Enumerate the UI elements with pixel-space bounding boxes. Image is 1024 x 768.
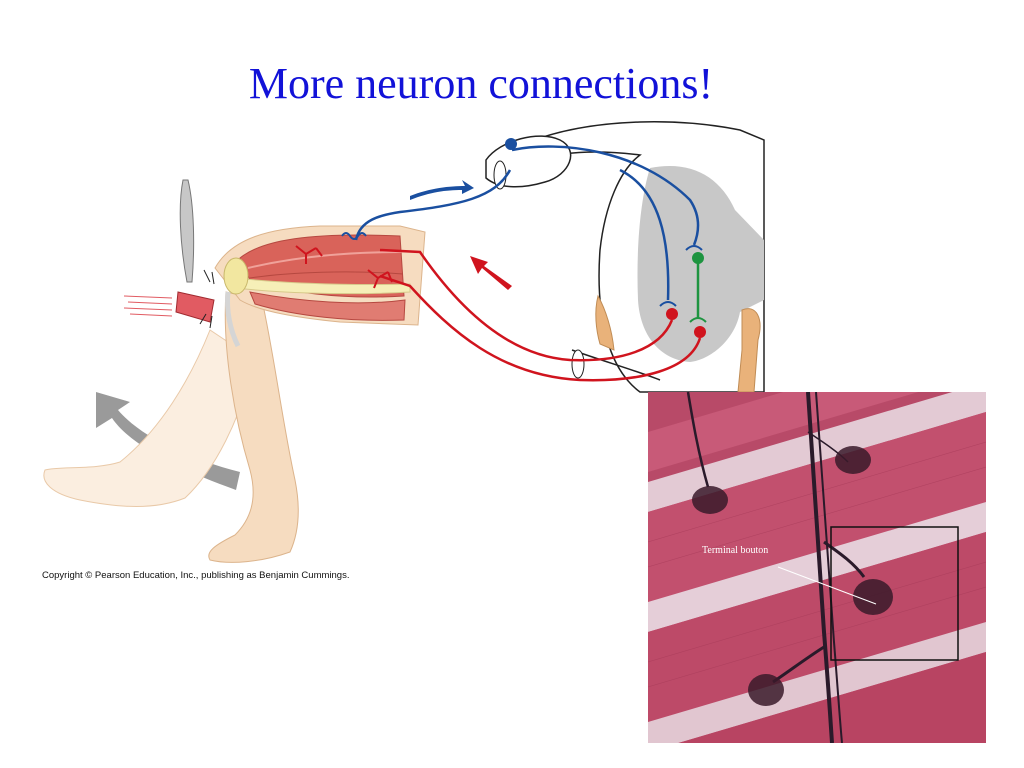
lower-leg: [208, 291, 299, 563]
zoom-box: [830, 526, 959, 661]
motor-signal-arrow: [470, 256, 512, 290]
sensory-neuron-axon: [354, 169, 512, 241]
reflex-hammer-head: [175, 291, 215, 323]
terminal-bouton-label: Terminal bouton: [702, 545, 769, 556]
sensory-signal-arrow: [410, 180, 474, 200]
hammer-motion-lines: [123, 295, 173, 317]
motor-neuron-cell-body-2: [694, 326, 706, 338]
vertebra-fragment: [595, 294, 615, 351]
motor-neuron-axon-1: [379, 248, 674, 362]
patella: [223, 257, 249, 295]
micrograph-image: [648, 392, 986, 743]
slide-title: More neuron connections!: [248, 59, 714, 108]
synapse-terminals: [659, 245, 703, 307]
copyright-notice: Copyright © Pearson Education, Inc., pub…: [42, 570, 350, 581]
motor-neuron-cell-body-1: [666, 308, 678, 320]
label-pointer: [777, 566, 877, 605]
impact-marks: [199, 269, 215, 329]
sensory-neuron-central: [511, 145, 700, 246]
muscle-micrograph: Terminal bouton: [648, 392, 986, 743]
lower-leg-extended: [43, 329, 256, 507]
sensory-receptor: [341, 232, 367, 240]
hamstring-muscle: [249, 291, 406, 321]
reflex-hammer-handle: [179, 179, 195, 283]
sensory-cell-body: [505, 138, 517, 150]
patellar-tendon: [225, 291, 241, 348]
nerve-fibers: [686, 392, 866, 743]
knee-jerk-reflex-diagram: [43, 121, 765, 563]
motor-neuron-axon-2: [379, 274, 702, 382]
femur: [235, 277, 411, 295]
motor-end-plates: [295, 245, 393, 289]
terminal-boutons: [692, 446, 893, 706]
ventral-root: [571, 349, 585, 379]
interneuron-cell-body: [692, 252, 704, 264]
